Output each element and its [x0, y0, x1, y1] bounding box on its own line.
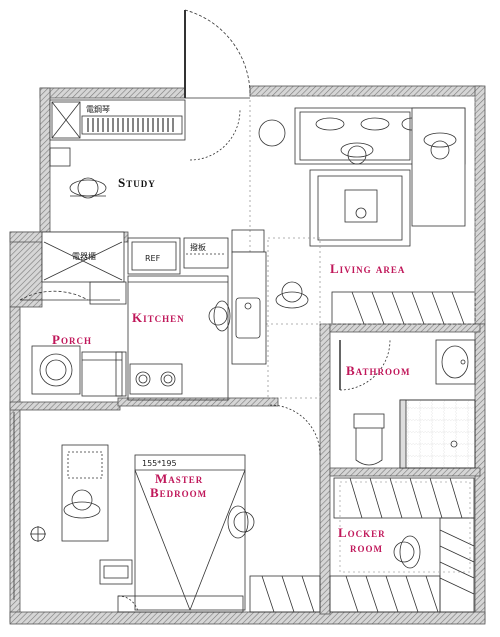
bed-size-annotation: 155*195: [142, 459, 177, 468]
room-label-master-2: Bedroom: [150, 485, 207, 500]
bedroom-furniture: [13, 404, 321, 613]
study-entry-door[interactable]: [184, 9, 251, 161]
room-label-bathroom: Bathroom: [346, 363, 411, 378]
bathroom-fixtures: [339, 339, 476, 469]
piano-annotation: 電鋼琴: [86, 104, 110, 114]
room-label-porch: Porch: [52, 332, 92, 347]
kitchen-furniture: [41, 229, 321, 401]
living-furniture: [249, 95, 476, 325]
room-label-locker-2: room: [350, 540, 383, 555]
room-label-master-1: Master: [155, 471, 203, 486]
appliance-annotation: 電器櫃: [72, 251, 96, 261]
room-label-living: Living area: [330, 261, 405, 276]
room-label-kitchen: Kitchen: [132, 310, 185, 325]
study-furniture: [49, 99, 186, 199]
porch-fixtures: [19, 281, 127, 397]
shelf-annotation: 撥板: [190, 242, 206, 252]
room-label-locker-1: Locker: [338, 525, 386, 540]
fridge-annotation: REF: [145, 254, 161, 263]
locker-room-fixtures: [249, 477, 475, 613]
piano-keys: [87, 118, 174, 132]
room-label-study: Study: [118, 175, 156, 190]
